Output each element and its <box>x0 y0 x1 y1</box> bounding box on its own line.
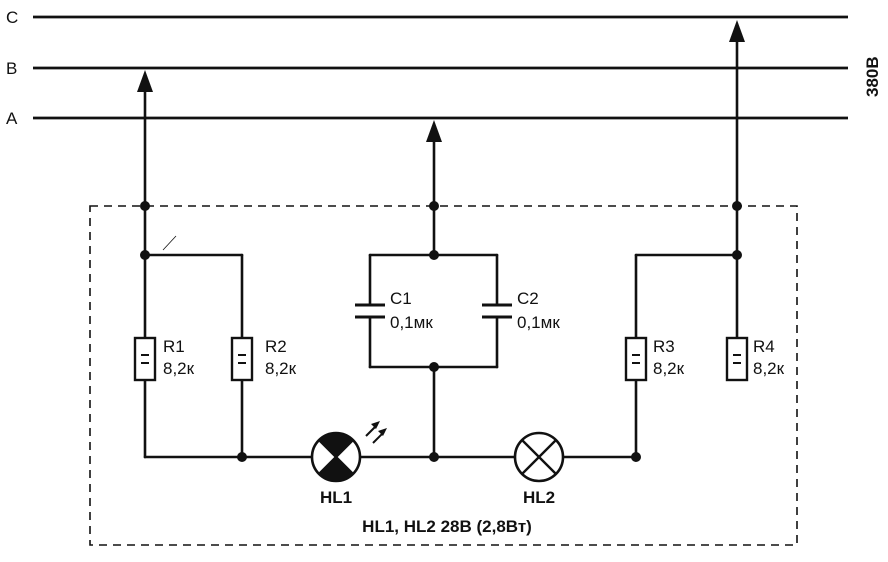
c2-value: 0,1мк <box>517 313 560 332</box>
bus-c: C <box>6 8 848 27</box>
r2-value: 8,2к <box>265 359 297 378</box>
device-enclosure <box>89 205 798 546</box>
junctions <box>140 201 742 462</box>
r2-name: R2 <box>265 337 287 356</box>
left-resistor-group <box>143 235 244 459</box>
r1-value: 8,2к <box>163 359 195 378</box>
junction-dot <box>732 201 742 211</box>
resistor-r2: R2 8,2к <box>230 336 297 382</box>
c1-value: 0,1мк <box>390 313 433 332</box>
r3-value: 8,2к <box>653 359 685 378</box>
junction-dot <box>429 452 439 462</box>
lamp-hl1: HL1 <box>310 431 362 507</box>
c2-name: C2 <box>517 289 539 308</box>
capacitor-c2: C2 0,1мк <box>482 289 560 332</box>
bus-c-label: C <box>6 8 18 27</box>
capacitor-group <box>368 253 499 459</box>
bus-b: B <box>6 59 848 78</box>
junction-dot <box>237 452 247 462</box>
junction-dot <box>429 250 439 260</box>
arrow-bus-c <box>729 20 745 42</box>
resistor-r3: R3 8,2к <box>624 336 685 382</box>
arrow-bus-b <box>137 70 153 92</box>
bus-a: A <box>6 109 848 128</box>
junction-dot <box>140 201 150 211</box>
c1-name: C1 <box>390 289 412 308</box>
resistor-r4: R4 8,2к <box>725 336 785 382</box>
junction-dot <box>631 452 641 462</box>
bus-a-label: A <box>6 109 18 128</box>
lamp-hl2: HL2 <box>513 431 565 507</box>
hl1-label: HL1 <box>320 488 352 507</box>
junction-dot <box>140 250 150 260</box>
hl2-label: HL2 <box>523 488 555 507</box>
connection-to-bus-a <box>426 120 442 257</box>
capacitor-c1: C1 0,1мк <box>355 289 433 332</box>
right-resistor-group <box>634 253 739 459</box>
r4-name: R4 <box>753 337 775 356</box>
lamp-note: HL1, HL2 28В (2,8Вт) <box>362 517 532 536</box>
bus-b-label: B <box>6 59 17 78</box>
light-emission-icon <box>365 421 387 444</box>
connection-to-bus-c <box>729 20 745 257</box>
junction-dot <box>732 250 742 260</box>
r3-name: R3 <box>653 337 675 356</box>
r4-value: 8,2к <box>753 359 785 378</box>
connection-to-bus-b <box>137 70 153 257</box>
junction-dot <box>429 201 439 211</box>
junction-dot <box>429 362 439 372</box>
r1-name: R1 <box>163 337 185 356</box>
arrow-bus-a <box>426 120 442 142</box>
resistor-r1: R1 8,2к <box>133 336 195 382</box>
voltage-label: 380В <box>863 56 882 97</box>
